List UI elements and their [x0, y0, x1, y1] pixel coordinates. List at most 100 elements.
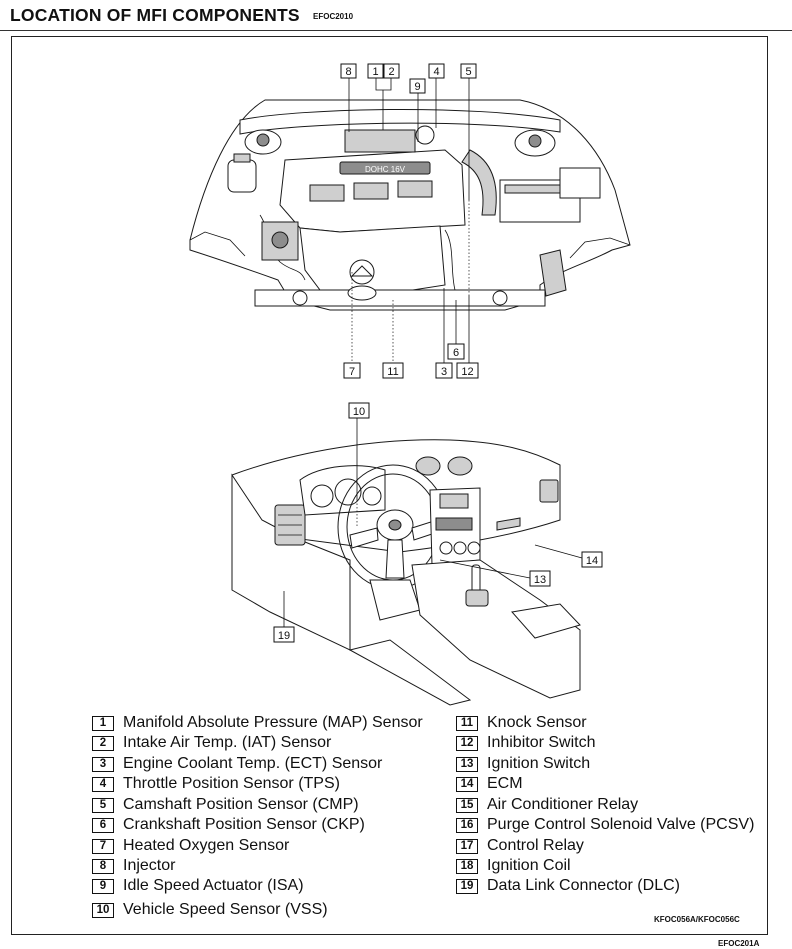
callout-3: 3 — [435, 362, 453, 379]
svg-text:4: 4 — [433, 66, 439, 78]
callout-1: 1 — [367, 63, 384, 79]
legend-text: Crankshaft Position Sensor (CKP) — [123, 816, 365, 833]
page-reference: EFOC201A — [718, 939, 760, 948]
legend-text: Manifold Absolute Pressure (MAP) Sensor — [123, 714, 423, 731]
svg-text:2: 2 — [388, 66, 394, 78]
legend-number: 18 — [456, 858, 478, 874]
svg-text:11: 11 — [387, 366, 398, 378]
svg-text:5: 5 — [465, 66, 471, 78]
legend-text: Intake Air Temp. (IAT) Sensor — [123, 734, 332, 751]
svg-text:8: 8 — [345, 66, 351, 78]
page-title: LOCATION OF MFI COMPONENTS — [10, 5, 300, 25]
legend-number: 6 — [92, 817, 114, 833]
legend-number: 11 — [456, 715, 478, 731]
legend-item: 2 Intake Air Temp. (IAT) Sensor — [92, 734, 331, 752]
legend-item: 7 Heated Oxygen Sensor — [92, 837, 289, 855]
svg-text:12: 12 — [461, 366, 473, 378]
legend-number: 9 — [92, 878, 114, 894]
legend-item: 14 ECM — [456, 775, 523, 793]
callout-2: 2 — [383, 63, 400, 79]
legend-item: 18 Ignition Coil — [456, 857, 571, 875]
legend-item: 3 Engine Coolant Temp. (ECT) Sensor — [92, 755, 382, 773]
title-code: EFOC2010 — [313, 12, 354, 21]
callout-9: 9 — [409, 78, 426, 94]
callout-5: 5 — [460, 63, 477, 79]
engine-cover-text: DOHC 16V — [365, 165, 406, 174]
legend-text: Ignition Switch — [487, 755, 591, 772]
engine-callouts: 8 1 2 9 4 5 7 11 6 3 12 — [340, 63, 479, 379]
legend-item: 6 Crankshaft Position Sensor (CKP) — [92, 816, 365, 834]
legend-text: Camshaft Position Sensor (CMP) — [123, 796, 359, 813]
legend-item: 11 Knock Sensor — [456, 714, 587, 732]
callout-7: 7 — [343, 362, 361, 379]
legend-text: Throttle Position Sensor (TPS) — [123, 775, 340, 792]
callout-14: 14 — [581, 551, 603, 568]
svg-text:7: 7 — [349, 366, 355, 378]
callout-6: 6 — [447, 343, 465, 360]
legend-number: 1 — [92, 715, 114, 731]
svg-text:1: 1 — [372, 66, 378, 78]
engine-bay-illustration: DOHC 16V — [189, 99, 631, 311]
legend-text: Engine Coolant Temp. (ECT) Sensor — [123, 755, 383, 772]
legend-number: 19 — [456, 878, 478, 894]
legend-text: Idle Speed Actuator (ISA) — [123, 877, 304, 894]
legend-number: 3 — [92, 756, 114, 772]
legend-item: 15 Air Conditioner Relay — [456, 796, 638, 814]
dashboard-illustration — [231, 439, 581, 706]
legend-number: 13 — [456, 756, 478, 772]
legend-text: Heated Oxygen Sensor — [123, 837, 290, 854]
legend-number: 4 — [92, 776, 114, 792]
legend-text: Data Link Connector (DLC) — [487, 877, 680, 894]
header-rule — [0, 30, 792, 31]
svg-text:13: 13 — [534, 574, 546, 586]
legend-item: 19 Data Link Connector (DLC) — [456, 877, 680, 895]
engine-cover-grills — [309, 180, 433, 202]
legend-text: Inhibitor Switch — [487, 734, 596, 751]
legend-text: Purge Control Solenoid Valve (PCSV) — [487, 816, 755, 833]
engine-leader-lines — [348, 78, 470, 365]
legend-number: 2 — [92, 735, 114, 751]
legend-number: 17 — [456, 838, 478, 854]
legend-item: 9 Idle Speed Actuator (ISA) — [92, 877, 304, 895]
legend-text: Injector — [123, 857, 176, 874]
diagram-frame — [11, 36, 768, 935]
callout-8: 8 — [340, 63, 357, 79]
legend-text: Knock Sensor — [487, 714, 587, 731]
svg-text:3: 3 — [441, 366, 447, 378]
svg-text:14: 14 — [586, 555, 598, 567]
legend-text: Air Conditioner Relay — [487, 796, 639, 813]
legend-number: 10 — [92, 902, 114, 918]
callout-11: 11 — [382, 362, 404, 379]
legend-number: 8 — [92, 858, 114, 874]
dash-leader-lines — [283, 418, 583, 627]
callout-19: 19 — [273, 626, 295, 643]
callout-13: 13 — [529, 570, 551, 587]
legend-number: 7 — [92, 838, 114, 854]
svg-text:9: 9 — [414, 81, 420, 93]
svg-text:10: 10 — [353, 406, 365, 418]
legend-text: Ignition Coil — [487, 857, 571, 874]
legend-number: 5 — [92, 797, 114, 813]
dash-callouts: 10 14 13 19 — [273, 402, 603, 643]
figure-reference: KFOC056A/KFOC056C — [654, 915, 740, 924]
callout-4: 4 — [428, 63, 445, 79]
legend-item: 1 Manifold Absolute Pressure (MAP) Sensor — [92, 714, 423, 732]
legend-number: 12 — [456, 735, 478, 751]
legend-item: 10 Vehicle Speed Sensor (VSS) — [92, 901, 328, 919]
legend-number: 15 — [456, 797, 478, 813]
legend-text: Vehicle Speed Sensor (VSS) — [123, 901, 328, 918]
legend-text: ECM — [487, 775, 523, 792]
callout-10: 10 — [348, 402, 370, 419]
svg-text:19: 19 — [278, 630, 290, 642]
legend-item: 8 Injector — [92, 857, 175, 875]
callout-12: 12 — [456, 362, 479, 379]
legend-item: 12 Inhibitor Switch — [456, 734, 596, 752]
svg-text:6: 6 — [453, 347, 459, 359]
legend-item: 5 Camshaft Position Sensor (CMP) — [92, 796, 359, 814]
legend-number: 14 — [456, 776, 478, 792]
legend-item: 13 Ignition Switch — [456, 755, 590, 773]
legend-item: 4 Throttle Position Sensor (TPS) — [92, 775, 340, 793]
